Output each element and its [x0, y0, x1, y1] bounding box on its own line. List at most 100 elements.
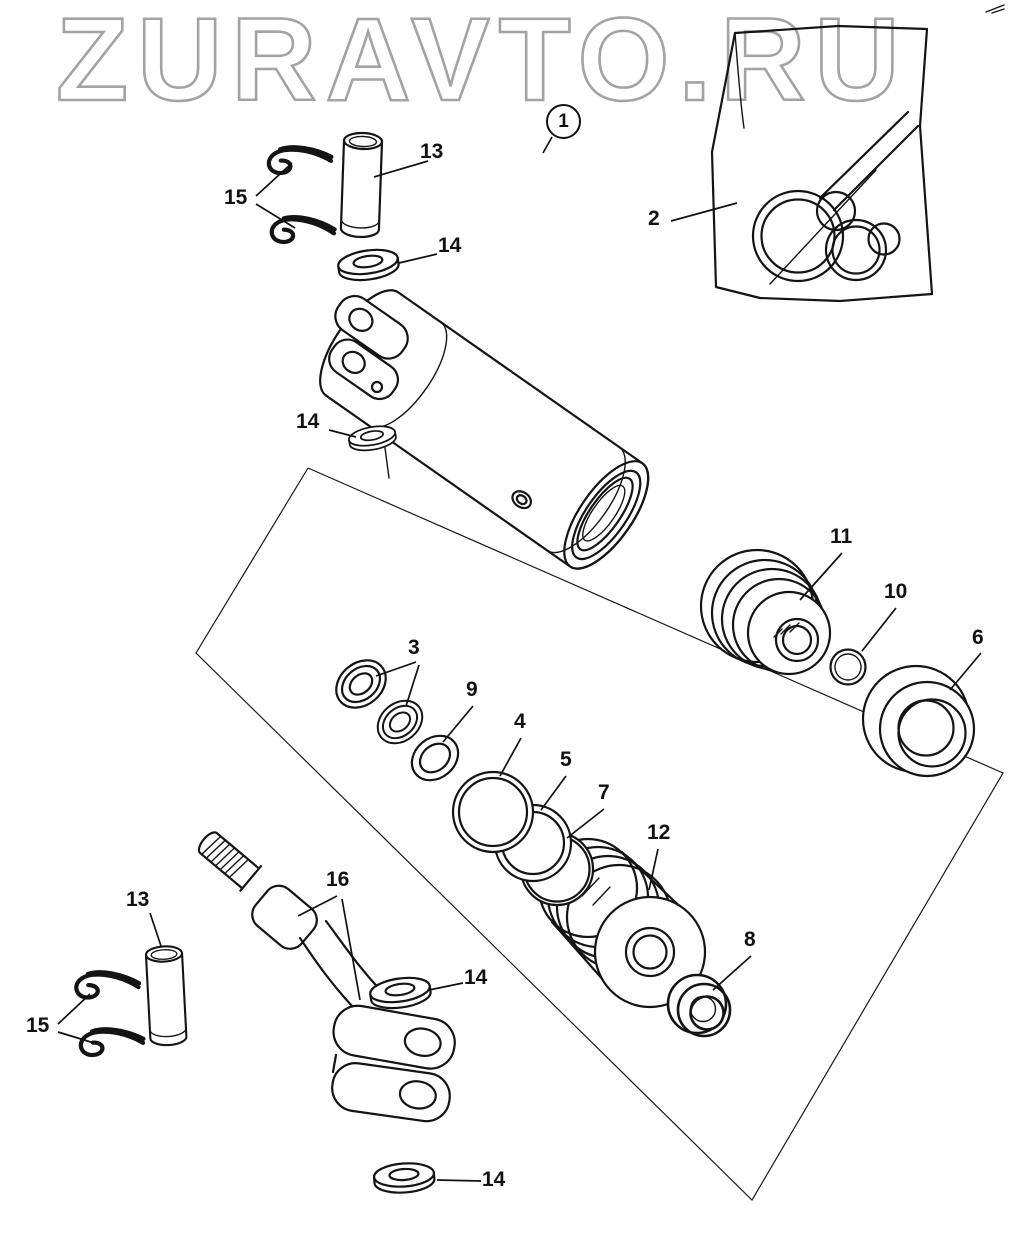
- yoke-hole: [398, 1080, 437, 1110]
- callout-16-rod-end: 16: [326, 868, 350, 891]
- ring-9: [410, 734, 460, 782]
- leader-line: [149, 912, 162, 947]
- callout-15-bottom-clips: 15: [26, 1014, 50, 1037]
- callout-3-washers: 3: [408, 636, 420, 659]
- cylinder-bore: [576, 476, 634, 552]
- callout-9-ring: 9: [466, 678, 478, 701]
- bushing-bore: [897, 698, 967, 768]
- seal-kit-bag: [710, 24, 934, 303]
- piston-hole-inner: [632, 934, 668, 970]
- gland-hole-inner: [781, 624, 813, 656]
- pin-top: [339, 131, 384, 239]
- washer-3b: [376, 699, 424, 745]
- clevis-yoke: [331, 1004, 456, 1123]
- corner-mark: [985, 4, 1005, 14]
- bag-crease: [769, 169, 877, 285]
- assembly-balloon: 1: [546, 104, 581, 139]
- leader-line: [648, 848, 659, 891]
- thread-hatch: [773, 622, 800, 638]
- leader-line: [57, 993, 91, 1025]
- callout-8-collar: 8: [744, 928, 756, 951]
- kit-o-ring: [831, 225, 881, 275]
- rod-end-body: [251, 884, 318, 950]
- washer-tick: [384, 447, 390, 479]
- callout-12-piston: 12: [647, 821, 671, 844]
- seal-collar-8: [666, 973, 732, 1038]
- rod-neck: [298, 936, 354, 1008]
- callout-13-top-pin: 13: [420, 140, 444, 163]
- leader-line: [398, 253, 438, 264]
- washer-yoke-top: [367, 973, 434, 1013]
- assembly-balloon-number: 1: [558, 110, 569, 132]
- leader-line: [255, 162, 293, 197]
- o-ring-10: [829, 648, 867, 686]
- callout-14-bottom-washer: 14: [482, 1168, 506, 1191]
- leader-line: [57, 1031, 95, 1044]
- leader-line: [861, 607, 897, 652]
- callout-2-seal-kit: 2: [648, 207, 660, 230]
- rod-end-thread: [197, 831, 263, 892]
- cotter-pin-top-a: [268, 145, 332, 179]
- kit-o-ring: [867, 222, 901, 256]
- leader-line: [442, 705, 474, 743]
- yoke-plate-lower: [331, 1062, 451, 1123]
- leader-line: [255, 203, 296, 229]
- pin-bottom: [144, 944, 188, 1048]
- washer-cylinder: [346, 422, 399, 455]
- clevis-ear-upper: [334, 294, 409, 360]
- leader-line: [328, 429, 357, 438]
- leader-line: [436, 1179, 482, 1182]
- callout-5-seal: 5: [560, 748, 572, 771]
- washer-bottom: [372, 1160, 437, 1196]
- gland-nut: [699, 548, 832, 676]
- cotter-pin-bottom-b: [80, 1027, 144, 1061]
- clevis-ear-hole: [341, 350, 366, 375]
- thread-relief-line: [546, 446, 626, 554]
- bushing-bore-depth: [897, 699, 955, 757]
- leader-line: [341, 898, 361, 1001]
- bag-fold-line: [832, 124, 920, 212]
- bushing-6: [861, 664, 976, 778]
- clevis-ear-hole: [348, 307, 374, 332]
- leader-line: [566, 808, 605, 839]
- grease-fitting: [370, 380, 384, 394]
- kit-o-ring: [824, 218, 888, 282]
- leader-line: [373, 160, 429, 178]
- cylinder-mouth-thread: [571, 469, 642, 561]
- leader-line: [428, 982, 464, 991]
- bag-fold-line: [818, 110, 910, 200]
- bag-crease: [734, 32, 745, 129]
- seal-ring-4: [451, 770, 535, 854]
- callout-13-bottom-pin: 13: [126, 888, 150, 911]
- callout-14-cyl-washer: 14: [296, 410, 320, 433]
- washer-3a: [335, 659, 387, 709]
- yoke-joint: [331, 1053, 338, 1074]
- leader-line: [542, 136, 553, 154]
- kit-o-ring: [751, 189, 845, 283]
- leader-line: [540, 775, 567, 811]
- yoke-plate-upper: [332, 1004, 456, 1070]
- callout-4-seal: 4: [514, 710, 526, 733]
- callout-10-o-ring: 10: [884, 580, 908, 603]
- leader-line: [405, 664, 420, 707]
- callout-14-yoke-washer: 14: [464, 966, 488, 989]
- leader-line: [499, 737, 522, 777]
- washer-top: [335, 245, 402, 285]
- kit-o-ring: [815, 190, 857, 232]
- kit-o-ring: [760, 198, 836, 274]
- cylinder-mouth-rim: [563, 460, 650, 570]
- callout-7-o-ring: 7: [598, 781, 610, 804]
- leader-line: [375, 661, 417, 677]
- callout-11-gland: 11: [830, 525, 853, 548]
- leader-line: [297, 895, 338, 917]
- cylinder-bore-depth: [582, 484, 626, 542]
- leader-line: [799, 552, 843, 601]
- watermark-text: ZURAVTO.RU: [55, 0, 909, 126]
- callout-15-top-clips: 15: [224, 186, 248, 209]
- yoke-hole: [403, 1027, 442, 1057]
- callout-6-bushing: 6: [972, 626, 984, 649]
- callout-14-top-washer: 14: [438, 234, 462, 257]
- leader-lines: [57, 136, 982, 1182]
